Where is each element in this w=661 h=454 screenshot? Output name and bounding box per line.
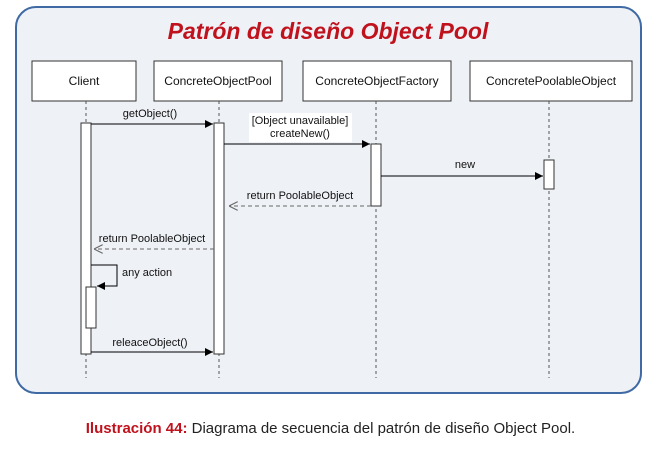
participant-factory-box xyxy=(302,60,452,102)
sequence-diagram: Patrón de diseño Object Pool Client Conc… xyxy=(15,6,642,394)
participant-pool-box xyxy=(153,60,283,102)
diagram-frame xyxy=(15,6,642,394)
activation-poolable xyxy=(543,159,555,190)
activation-client xyxy=(80,122,92,355)
caption-text: Diagrama de secuencia del patrón de dise… xyxy=(187,420,576,437)
message-return-from-factory: return PoolableObject xyxy=(247,190,353,202)
message-return-to-client: return PoolableObject xyxy=(99,233,205,245)
participant-poolable-box xyxy=(469,60,633,102)
participant-client-box xyxy=(31,60,137,102)
activation-pool xyxy=(213,122,225,355)
participant-factory: ConcreteObjectFactory xyxy=(315,74,438,88)
message-object-unavailable: [Object unavailable] xyxy=(252,115,349,127)
activation-client-self xyxy=(85,286,97,329)
figure-caption: Ilustración 44: Diagrama de secuencia de… xyxy=(0,420,661,437)
create-new-label-bg xyxy=(249,113,352,142)
participant-poolable: ConcretePoolableObject xyxy=(486,74,617,88)
participant-pool: ConcreteObjectPool xyxy=(164,74,271,88)
message-release-object: releaceObject() xyxy=(112,337,187,349)
message-any-action: any action xyxy=(122,267,172,279)
message-create-new: createNew() xyxy=(270,128,330,140)
activation-factory xyxy=(370,143,382,207)
diagram-title: Patrón de diseño Object Pool xyxy=(168,18,489,44)
caption-label: Ilustración 44: xyxy=(85,420,188,437)
message-new: new xyxy=(455,159,475,171)
message-arrow-any-action xyxy=(91,264,118,290)
message-get-object: getObject() xyxy=(123,108,177,120)
participant-client: Client xyxy=(69,74,100,88)
